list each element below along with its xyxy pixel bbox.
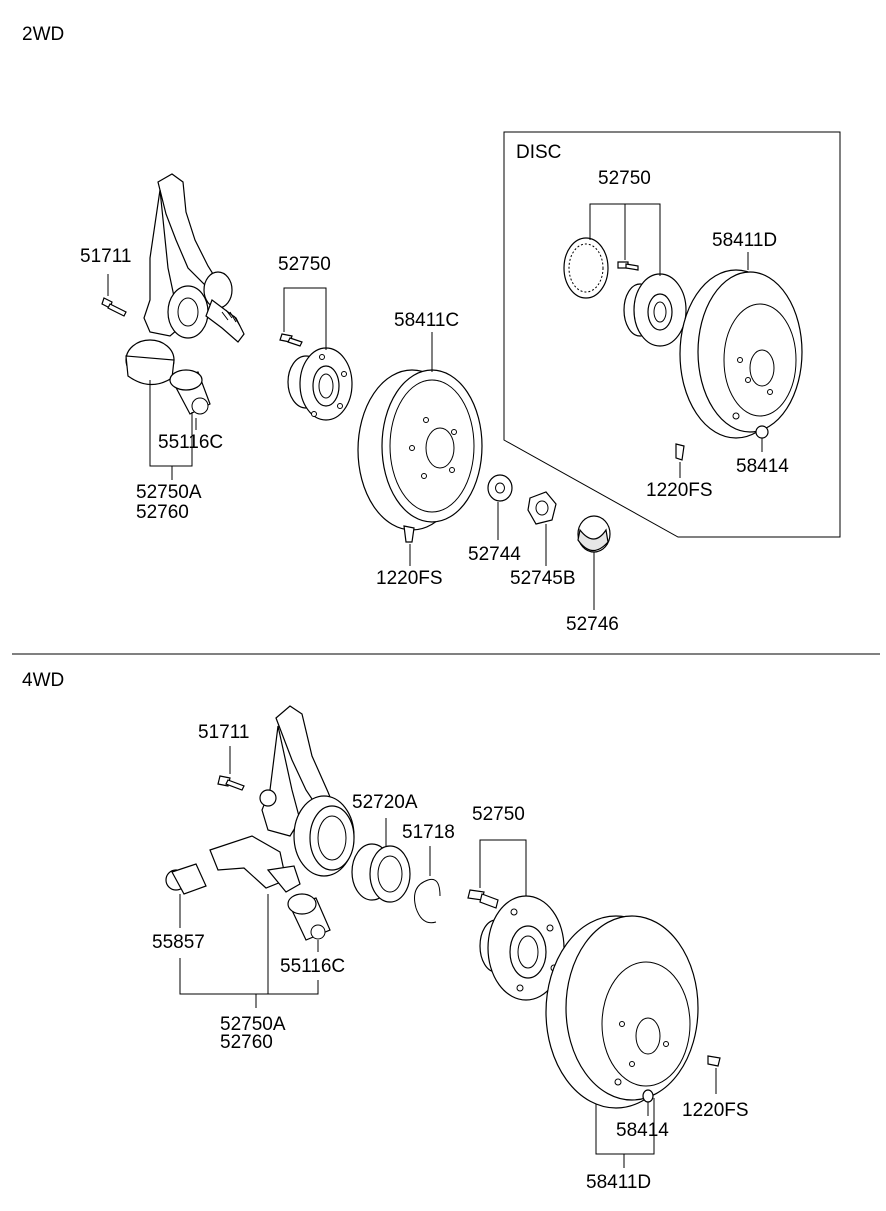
label-51711-2wd: 51711 <box>80 246 131 267</box>
brake-drum-58411c <box>357 369 483 531</box>
label-58414-4wd: 58414 <box>616 1120 669 1141</box>
leader-lines <box>107 203 763 1168</box>
bushing-55116c-2wd <box>169 369 211 415</box>
label-52750-2wd: 52750 <box>278 254 331 275</box>
label-1220fs-2wd: 1220FS <box>376 568 443 589</box>
label-52760-2wd: 52760 <box>136 502 189 523</box>
label-51711-4wd: 51711 <box>198 722 249 743</box>
bolt-51711-4wd <box>217 775 245 791</box>
abs-ring-disc <box>563 237 609 299</box>
brake-disc-58411d-2wd <box>679 269 803 439</box>
hub-52750-2wd <box>279 333 353 421</box>
nut-52745b <box>527 491 557 525</box>
stud-58414-disc <box>755 425 769 439</box>
hub-52750-disc <box>623 273 687 347</box>
bushing-52750a-2wd <box>125 339 175 386</box>
disc-inset-box <box>503 131 841 538</box>
bushing-55857 <box>165 863 207 895</box>
cap-52746 <box>577 515 611 553</box>
label-52745b: 52745B <box>510 568 576 589</box>
bolt-disc <box>617 261 639 271</box>
label-58411d-4wd: 58411D <box>586 1172 651 1193</box>
bushing-55116c-4wd <box>287 893 331 941</box>
label-1220fs-disc: 1220FS <box>646 480 713 501</box>
label-51718: 51718 <box>402 822 455 843</box>
screw-1220fs-4wd <box>707 1055 721 1067</box>
bolt-51711-2wd <box>101 297 127 317</box>
label-52746: 52746 <box>566 614 619 635</box>
stud-58414-4wd <box>642 1089 654 1103</box>
label-55116c-4wd: 55116C <box>280 956 345 977</box>
label-58411c: 58411C <box>394 310 459 331</box>
label-58414-disc: 58414 <box>736 456 789 477</box>
label-55116c-2wd: 55116C <box>158 432 223 453</box>
screw-1220fs-2wd <box>403 525 415 543</box>
label-55857: 55857 <box>152 932 205 953</box>
label-52720a: 52720A <box>352 792 418 813</box>
label-52760-4wd: 52760 <box>220 1032 273 1053</box>
section-4wd-title: 4WD <box>22 670 64 691</box>
hub-52750-4wd <box>479 895 565 1001</box>
label-52750a-2wd: 52750A <box>136 482 202 503</box>
label-1220fs-4wd: 1220FS <box>682 1100 749 1121</box>
knuckle-2wd <box>143 173 245 343</box>
washer-52744 <box>487 474 513 502</box>
label-52750-4wd: 52750 <box>472 804 525 825</box>
bearing-52720a <box>351 843 411 903</box>
bolt-52750-4wd <box>467 889 499 909</box>
disc-inset-title: DISC <box>516 142 561 163</box>
label-52750a-4wd: 52750A <box>220 1014 286 1035</box>
screw-1220fs-disc <box>675 443 685 461</box>
brake-disc-58411d-4wd <box>545 915 699 1109</box>
label-52744: 52744 <box>468 544 521 565</box>
label-52750-disc: 52750 <box>598 168 651 189</box>
knuckle-4wd <box>209 705 355 893</box>
section-2wd-title: 2WD <box>22 24 64 45</box>
label-58411d-disc: 58411D <box>712 230 777 251</box>
snap-ring-51718 <box>414 878 441 924</box>
